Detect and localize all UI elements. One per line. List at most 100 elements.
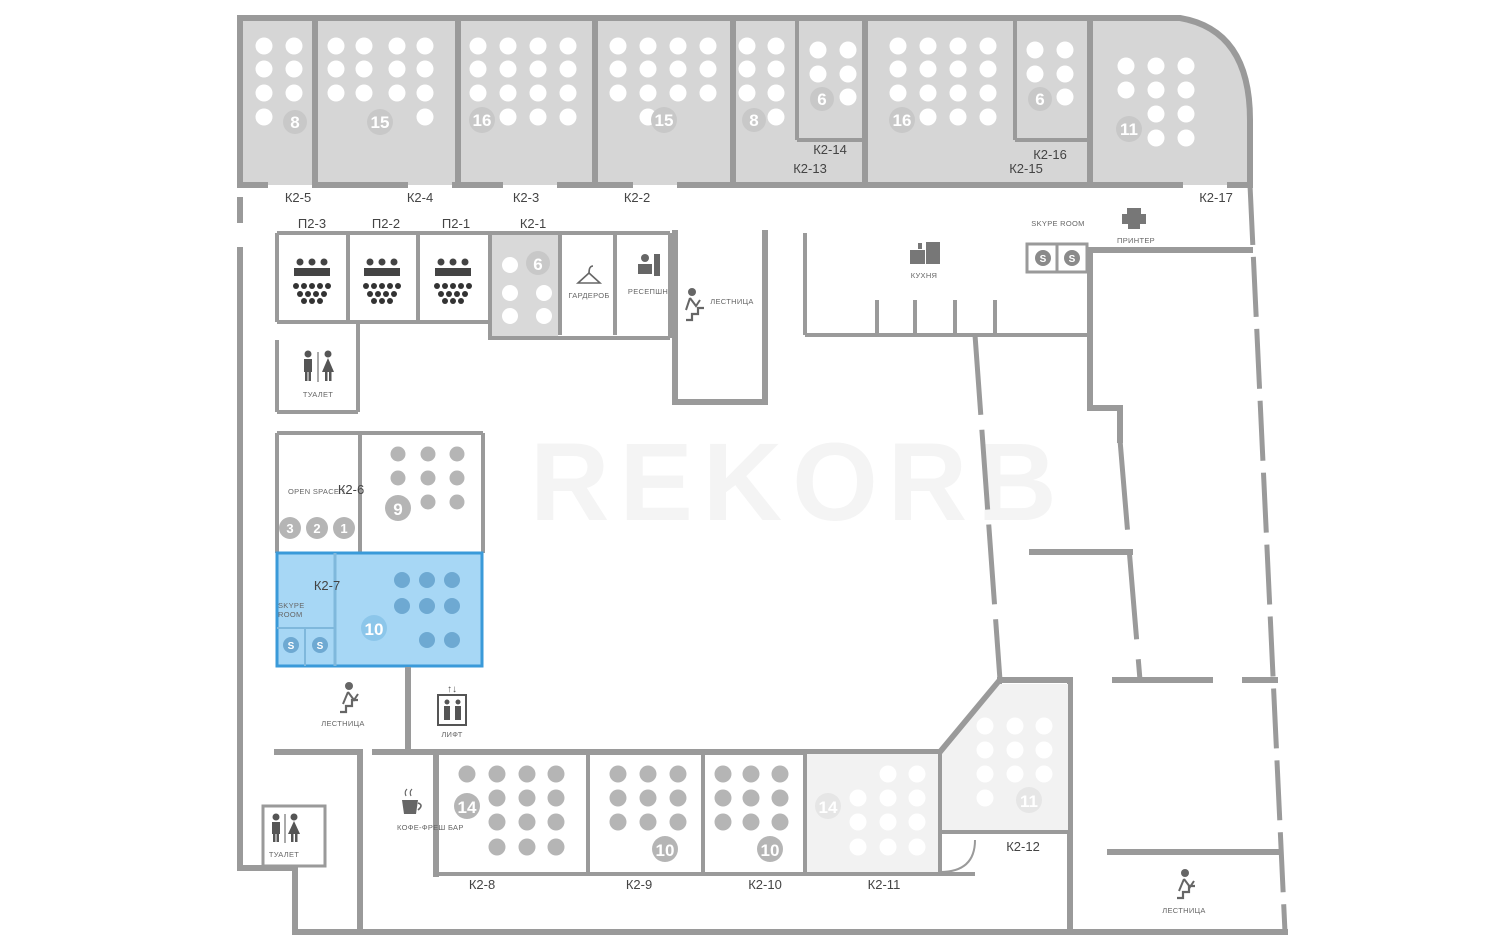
meeting-seat [317, 283, 323, 289]
seat [1147, 129, 1165, 147]
seat [547, 789, 565, 807]
seat [639, 765, 657, 783]
meeting-seat [325, 283, 331, 289]
seat [609, 84, 627, 102]
stairs-icon-left [340, 682, 359, 714]
open-space-seat-3: 3 [286, 521, 293, 536]
lift-label: ЛИФТ [441, 730, 462, 739]
top-office-strip [237, 15, 1253, 188]
seat [919, 37, 937, 55]
seat [499, 60, 517, 78]
meeting-seat [442, 298, 448, 304]
seat [255, 84, 273, 102]
label-k2-14: К2-14 [813, 142, 847, 157]
seat [979, 60, 997, 78]
capacity-k2-15: 16 [893, 111, 912, 130]
seat [388, 37, 406, 55]
seat [444, 632, 460, 648]
seat [416, 60, 434, 78]
capacity-k2-3: 16 [473, 111, 492, 130]
label-k2-3: К2-3 [513, 190, 539, 205]
seat [1056, 88, 1074, 106]
seat [738, 84, 756, 102]
right-corridor-walls [972, 247, 1283, 935]
seat [908, 789, 926, 807]
seat [809, 41, 827, 59]
seat [889, 84, 907, 102]
seat [919, 84, 937, 102]
seat [327, 37, 345, 55]
capacity-k2-8: 14 [458, 798, 477, 817]
kitchen-label: КУХНЯ [911, 271, 938, 280]
seat [469, 60, 487, 78]
seat [355, 84, 373, 102]
capacity-k2-5: 8 [290, 113, 299, 132]
meeting-seat [462, 291, 468, 297]
reception-icon [638, 254, 660, 276]
seat [547, 765, 565, 783]
seat [536, 308, 552, 324]
seat [609, 37, 627, 55]
seat [388, 84, 406, 102]
meeting-seat [450, 283, 456, 289]
toilet-label-upper: ТУАЛЕТ [303, 390, 333, 399]
label-k2-5: К2-5 [285, 190, 311, 205]
seat [559, 84, 577, 102]
seat [559, 60, 577, 78]
meeting-seat [438, 291, 444, 297]
svg-text:S: S [288, 641, 295, 652]
seat [979, 108, 997, 126]
open-space-seat-1: 1 [340, 521, 347, 536]
seat [714, 765, 732, 783]
k2-7-seats [394, 572, 460, 648]
seat [1117, 81, 1135, 99]
seat [529, 108, 547, 126]
seat [1035, 717, 1053, 735]
meeting-seat [309, 298, 315, 304]
seat [669, 813, 687, 831]
bottom-office-labels: 14 К2-8 10 К2-9 10 К2-10 14 К2-11 11 К2-… [454, 787, 1042, 892]
stairs-label-left: ЛЕСТНИЦА [321, 719, 364, 728]
seat [1177, 129, 1195, 147]
meeting-icon-layer [293, 258, 472, 304]
meeting-seat [434, 283, 440, 289]
label-k2-17: К2-17 [1199, 190, 1233, 205]
meeting-seat [367, 291, 373, 297]
open-space-label: OPEN SPACE 1 [288, 487, 346, 496]
seat [1147, 57, 1165, 75]
outer-walls [237, 184, 1288, 935]
person-head [461, 258, 469, 266]
meeting-seat [466, 283, 472, 289]
top-seat-layer [255, 37, 1195, 147]
seat [699, 37, 717, 55]
seat [420, 470, 436, 486]
seat [669, 765, 687, 783]
seat [879, 838, 897, 856]
skype-room-top: S S [1025, 242, 1089, 274]
seat [1026, 41, 1044, 59]
seat [390, 446, 406, 462]
seat [458, 765, 476, 783]
seat [639, 813, 657, 831]
svg-text:S: S [1069, 254, 1076, 265]
skype-room-label: SKYPE [278, 601, 305, 610]
wardrobe-icon [575, 265, 603, 284]
seat [879, 765, 897, 783]
seat [771, 765, 789, 783]
seat [1147, 81, 1165, 99]
seat [849, 813, 867, 831]
seat [949, 60, 967, 78]
watermark: REKORB [530, 421, 1067, 544]
toilet-icon-lower [272, 813, 300, 843]
seat [699, 84, 717, 102]
seat [771, 813, 789, 831]
seat [839, 41, 857, 59]
seat [419, 632, 435, 648]
meeting-table [364, 268, 400, 276]
seat [849, 789, 867, 807]
meeting-seat [371, 298, 377, 304]
seat [669, 84, 687, 102]
stairs-block-top [672, 230, 768, 405]
meeting-seat [317, 298, 323, 304]
